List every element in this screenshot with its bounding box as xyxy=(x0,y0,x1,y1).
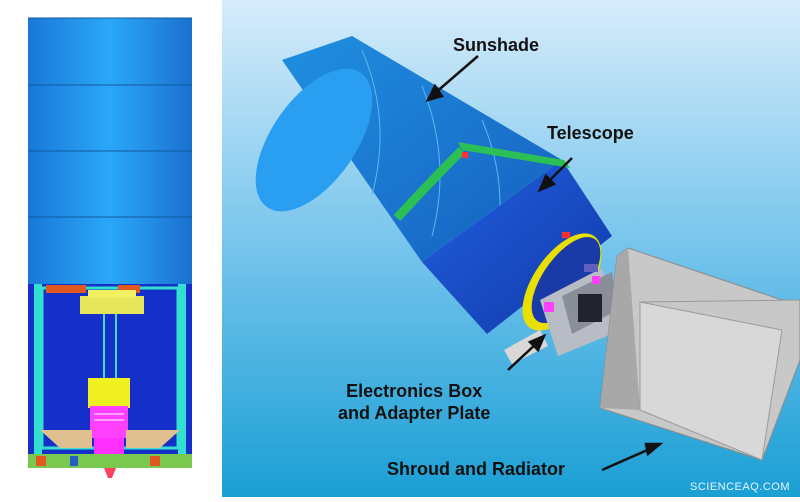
electronics-box xyxy=(504,264,622,364)
isometric-view: Sunshade Telescope Electronics Box and A… xyxy=(222,0,800,497)
arrows xyxy=(425,55,664,472)
shroud-radiator-label: Shroud and Radiator xyxy=(387,459,566,479)
sunshade xyxy=(255,36,562,263)
shroud-radiator xyxy=(599,247,800,461)
telescope-label: Telescope xyxy=(547,123,634,143)
electronics-box-label: Electronics Box and Adapter Plate xyxy=(338,380,490,424)
sunshade-label: Sunshade xyxy=(453,35,540,55)
electronics-label-line2: and Adapter Plate xyxy=(338,403,491,423)
electronics-label-line1: Electronics Box xyxy=(346,381,483,401)
watermark: SCIENCEAQ.COM xyxy=(689,481,790,493)
isometric-drawing xyxy=(222,0,800,497)
cutaway-drawing xyxy=(28,17,192,478)
cutaway-side-view xyxy=(0,0,218,497)
